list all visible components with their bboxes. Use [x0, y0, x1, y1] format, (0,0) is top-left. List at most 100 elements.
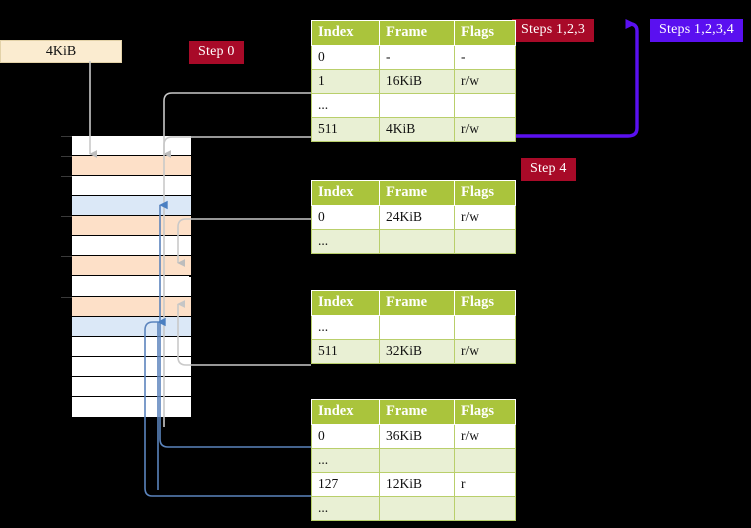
badge-step-4-label: Step 4 [530, 161, 567, 176]
root-pointer-label: 4KiB [45, 43, 77, 59]
cell-flags [454, 93, 516, 118]
cell-index: 0 [311, 424, 380, 449]
cell-index: ... [311, 93, 380, 118]
col-flags: Flags [454, 180, 516, 206]
cell-frame: 36KiB [379, 424, 455, 449]
cell-frame [379, 315, 455, 340]
cell-index: ... [311, 315, 380, 340]
cell-frame: 24KiB [379, 205, 455, 230]
cell-flags: - [454, 45, 516, 70]
cell-frame [379, 229, 455, 254]
table-header-row: Index Frame Flags [311, 180, 516, 206]
cell-flags [454, 229, 516, 254]
memory-block [72, 336, 191, 357]
memory-tick-mark [61, 296, 72, 298]
cell-index: 0 [311, 205, 380, 230]
table-header-row: Index Frame Flags [311, 290, 516, 316]
memory-block [72, 356, 191, 377]
badge-step-0: Step 0 [189, 41, 244, 64]
badge-steps-123-label: Steps 1,2,3 [521, 22, 586, 37]
cell-index: ... [311, 496, 380, 521]
cell-frame: 32KiB [379, 339, 455, 364]
badge-step-4: Step 4 [521, 158, 576, 181]
cell-index: 511 [311, 339, 380, 364]
cell-index: ... [311, 448, 380, 473]
cell-flags: r/w [454, 117, 516, 142]
cell-index: 511 [311, 117, 380, 142]
badge-step-0-label: Step 0 [198, 44, 235, 59]
memory-block [61, 216, 191, 237]
memory-block [72, 376, 191, 397]
table-header-row: Index Frame Flags [311, 399, 516, 425]
memory-block [61, 256, 191, 277]
table-row: 0-- [311, 45, 516, 70]
cell-frame [379, 93, 455, 118]
memory-block [61, 156, 191, 177]
table-row: ... [311, 315, 516, 340]
col-frame: Frame [379, 180, 455, 206]
cell-index: 1 [311, 69, 380, 94]
memory-tick-mark [61, 176, 72, 178]
table-row: ... [311, 448, 516, 473]
connector-t2-row0-to-mem4 [177, 218, 311, 267]
col-flags: Flags [454, 399, 516, 425]
table-row: ... [311, 496, 516, 521]
table-row: ... [311, 93, 516, 118]
col-frame: Frame [379, 290, 455, 316]
memory-tick-mark [61, 156, 72, 158]
cell-flags [454, 448, 516, 473]
cell-flags [454, 315, 516, 340]
col-frame: Frame [379, 399, 455, 425]
cell-flags: r/w [454, 69, 516, 94]
badge-steps-1234: Steps 1,2,3,4 [650, 19, 743, 42]
cell-index: 0 [311, 45, 380, 70]
cell-flags: r/w [454, 339, 516, 364]
memory-block [72, 316, 191, 337]
cell-flags: r/w [454, 424, 516, 449]
root-pointer-box: 4KiB [0, 40, 122, 63]
cell-frame [379, 448, 455, 473]
col-index: Index [311, 20, 380, 46]
col-flags: Flags [454, 20, 516, 46]
col-frame: Frame [379, 20, 455, 46]
physical-memory-column [61, 135, 191, 417]
cell-frame: 16KiB [379, 69, 455, 94]
memory-block [61, 296, 191, 317]
col-index: Index [311, 290, 380, 316]
memory-tick-mark [61, 216, 72, 218]
cell-frame: 4KiB [379, 117, 455, 142]
cell-frame: 12KiB [379, 472, 455, 497]
memory-block [61, 176, 191, 197]
cell-frame: - [379, 45, 455, 70]
memory-block [72, 236, 191, 257]
cell-index: ... [311, 229, 380, 254]
memory-block [72, 276, 191, 297]
col-flags: Flags [454, 290, 516, 316]
col-index: Index [311, 399, 380, 425]
memory-block [61, 136, 191, 157]
table-row: ... [311, 229, 516, 254]
badge-steps-1234-label: Steps 1,2,3,4 [659, 22, 734, 37]
memory-tick-mark [61, 256, 72, 258]
cell-flags: r [454, 472, 516, 497]
cell-flags: r/w [454, 205, 516, 230]
cell-frame [379, 496, 455, 521]
memory-block [72, 196, 191, 217]
cell-flags [454, 496, 516, 521]
badge-steps-123: Steps 1,2,3 [512, 19, 595, 42]
table-header-row: Index Frame Flags [311, 20, 516, 46]
memory-tick-mark [61, 136, 72, 137]
